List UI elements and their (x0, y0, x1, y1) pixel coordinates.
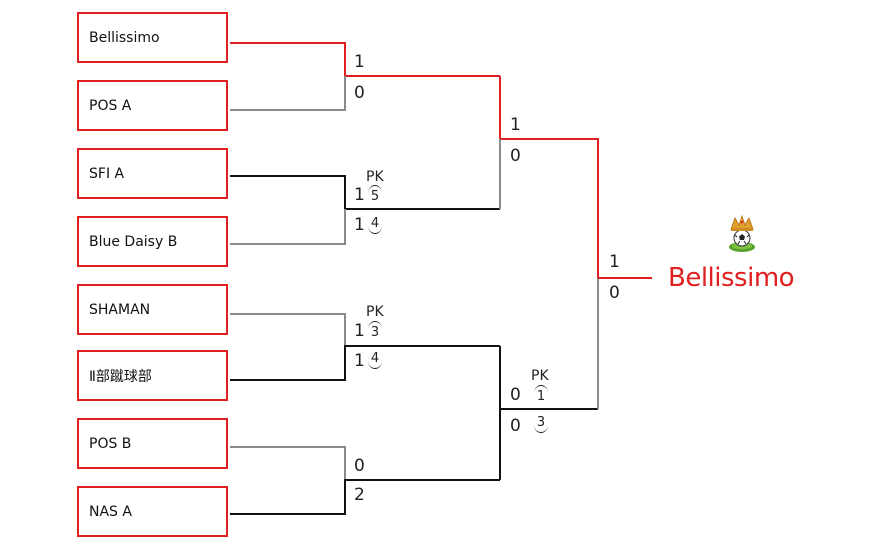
line-nibu-r1 (230, 345, 500, 381)
pk-semi2-bottom: 3 (533, 416, 549, 433)
pk-r1-m3-bottom: 4 (367, 352, 383, 369)
team-box-4[interactable]: Blue Daisy B (77, 216, 228, 267)
line-blue-daisy-b-r1 (230, 209, 346, 245)
team-box-7[interactable]: POS B (77, 418, 228, 469)
team-name: Bellissimo (89, 29, 160, 46)
pk-label-r1-m2: PK (366, 169, 384, 185)
team-box-8[interactable]: NAS A (77, 486, 228, 537)
line-pos-a-r1 (230, 76, 346, 111)
pk-label-semi2: PK (531, 368, 549, 384)
line-sfi-a-r1 (230, 175, 500, 210)
pk-r1-m2-top: 5 (367, 185, 383, 204)
score-r1-m4-bottom: 2 (354, 485, 365, 505)
score-r1-m1-bottom: 0 (354, 83, 365, 103)
team-name: Blue Daisy B (89, 233, 178, 250)
score-r1-m3-bottom: 1 (354, 351, 365, 371)
line-shaman-r1 (230, 313, 346, 346)
team-name: NAS A (89, 503, 132, 520)
line-semi1-top (499, 76, 599, 278)
line-pos-b-r1 (230, 446, 346, 480)
pk-label-r1-m3: PK (366, 304, 384, 320)
score-final-top: 1 (609, 252, 620, 272)
score-r1-m2-top: 1 (354, 185, 365, 205)
pk-r1-m3-top: 3 (367, 321, 383, 340)
team-box-2[interactable]: POS A (77, 80, 228, 131)
score-semi1-bottom: 0 (510, 146, 521, 166)
team-box-6[interactable]: Ⅱ部蹴球部 (77, 350, 228, 401)
pk-r1-m2-bottom: 4 (367, 217, 383, 234)
team-box-5[interactable]: SHAMAN (77, 284, 228, 335)
team-name: SHAMAN (89, 301, 151, 318)
line-bellissimo-r1 (230, 42, 500, 77)
score-r1-m3-top: 1 (354, 321, 365, 341)
team-box-3[interactable]: SFI A (77, 148, 228, 199)
score-semi1-top: 1 (510, 115, 521, 135)
team-name: SFI A (89, 165, 125, 182)
score-final-bottom: 0 (609, 283, 620, 303)
team-name: POS A (89, 97, 132, 114)
team-name: Ⅱ部蹴球部 (89, 368, 152, 385)
champion-name: Bellissimo (668, 263, 795, 293)
score-semi2-bottom: 0 (510, 416, 521, 436)
pk-semi2-top: 1 (533, 385, 549, 404)
score-semi2-top: 0 (510, 385, 521, 405)
score-r1-m4-top: 0 (354, 456, 365, 476)
score-r1-m1-top: 1 (354, 52, 365, 72)
team-box-1[interactable]: Bellissimo (77, 12, 228, 63)
line-nas-a-r1 (230, 479, 500, 515)
team-name: POS B (89, 435, 132, 452)
score-r1-m2-bottom: 1 (354, 215, 365, 235)
trophy-ball-icon (729, 214, 755, 252)
